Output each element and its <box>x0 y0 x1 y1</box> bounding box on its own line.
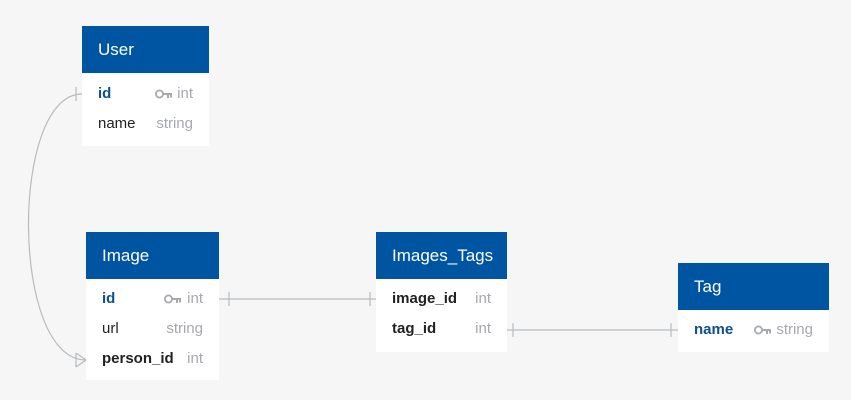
column-row-image-id[interactable]: image_id int <box>376 284 507 314</box>
table-tag[interactable]: Tag name string <box>678 263 829 352</box>
column-row-name[interactable]: name string <box>678 315 829 345</box>
column-name: image_id <box>392 290 458 307</box>
column-type: int <box>177 85 193 102</box>
relation-user-image <box>27 93 87 361</box>
column-row-person-id[interactable]: person_id int <box>86 344 219 374</box>
key-icon <box>155 79 173 109</box>
table-title: Image <box>86 232 219 279</box>
key-icon <box>754 315 772 345</box>
column-type: int <box>475 320 491 337</box>
column-name: name <box>694 321 734 338</box>
table-title: Images_Tags <box>376 232 507 279</box>
column-name: person_id <box>102 350 174 367</box>
column-row-name[interactable]: name string <box>82 109 209 139</box>
column-name: id <box>98 85 112 102</box>
column-type: int <box>475 290 491 307</box>
crows-foot-image-person-id <box>75 352 87 368</box>
column-type: string <box>156 115 193 132</box>
table-images-tags[interactable]: Images_Tags image_id int tag_id int <box>376 232 507 352</box>
column-row-id[interactable]: id int <box>86 284 219 314</box>
column-type: int <box>187 290 203 307</box>
column-name: tag_id <box>392 320 437 337</box>
table-user[interactable]: User id int name string <box>82 26 209 146</box>
table-title: User <box>82 26 209 73</box>
column-name: url <box>102 320 119 337</box>
table-image[interactable]: Image id int url string person_id int <box>86 232 219 380</box>
column-row-url[interactable]: url string <box>86 314 219 344</box>
column-row-id[interactable]: id int <box>82 79 209 109</box>
column-type: string <box>776 321 813 338</box>
column-type: string <box>166 320 203 337</box>
column-row-tag-id[interactable]: tag_id int <box>376 314 507 344</box>
column-name: id <box>102 290 116 307</box>
key-icon <box>164 284 182 314</box>
table-title: Tag <box>678 263 829 310</box>
column-type: int <box>187 350 203 367</box>
column-name: name <box>98 115 136 132</box>
